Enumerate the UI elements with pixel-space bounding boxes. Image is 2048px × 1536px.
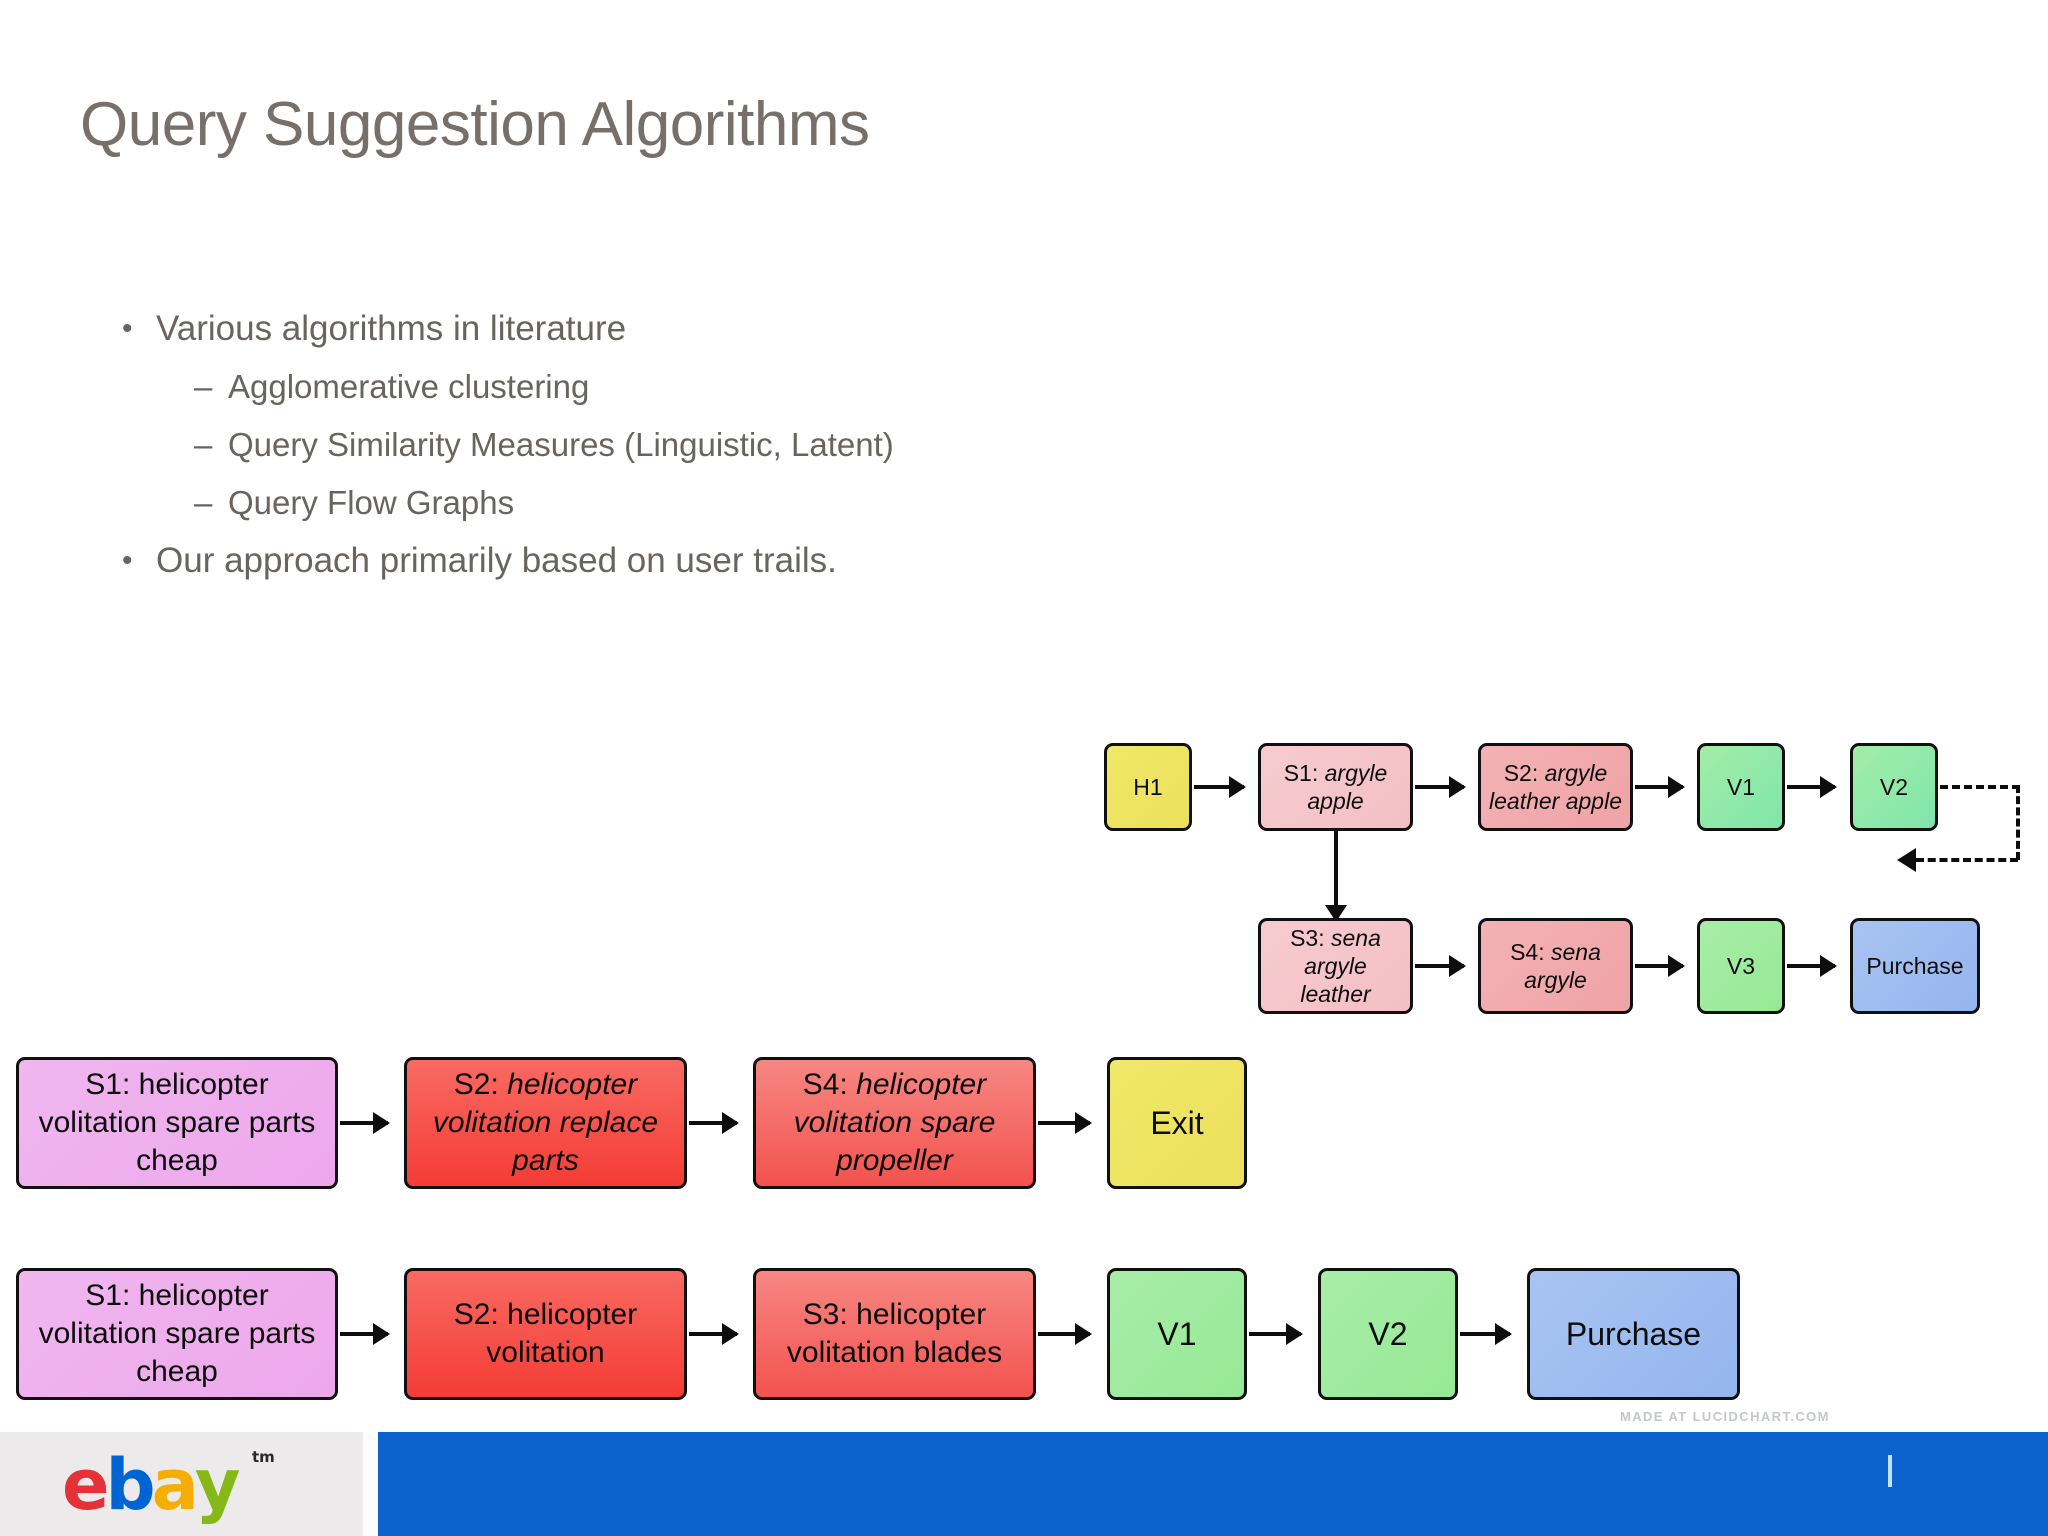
bullet-list: • Various algorithms in literature – Agg… [122,300,1322,590]
flow-node-label: Purchase [1565,1315,1702,1352]
arrow-r3-s4-to-exit [1038,1121,1090,1125]
dashed-arrow-head-icon [1897,848,1916,872]
flow-node-label: V1 [1726,773,1756,800]
flow-node-r4-v1[interactable]: V1 [1107,1268,1247,1400]
arrow-r4-s2-to-s3 [689,1332,737,1336]
flow-node-v1[interactable]: V1 [1697,743,1785,831]
bullet-marker: – [194,484,213,521]
bullet-item: – Agglomerative clustering [194,358,1322,416]
bullet-item: – Query Similarity Measures (Linguistic,… [194,416,1322,474]
flow-node-label: Exit [1150,1104,1204,1141]
flow-node-s4-sena[interactable]: S4: sena argyle [1478,918,1633,1014]
bullet-marker: • [122,544,133,577]
arrow-v1-to-v2 [1787,785,1835,789]
flow-node-r4-purchase[interactable]: Purchase [1527,1268,1740,1400]
flow-node-label: S1: argyle apple [1283,760,1388,814]
bullet-text: Agglomerative clustering [228,368,590,405]
flow-node-label: S1: helicopter volitation spare parts ch… [38,1279,316,1388]
ebay-logo-letter-b: b [105,1444,155,1526]
flow-node-label: S2: helicopter volitation replace parts [432,1068,659,1177]
page-title: Query Suggestion Algorithms [80,90,870,159]
bullet-text: Various algorithms in literature [156,309,627,348]
flow-node-h1[interactable]: H1 [1104,743,1192,831]
arrow-r4-v1-to-v2 [1249,1332,1301,1336]
bullet-item: – Query Flow Graphs [194,474,1322,532]
dashed-arrow-down [2016,785,2020,860]
flow-node-v2[interactable]: V2 [1850,743,1938,831]
ebay-logo-letter-e: e [62,1444,110,1526]
flow-node-label: S4: sena argyle [1510,939,1601,993]
bullet-text: Our approach primarily based on user tra… [156,541,837,580]
flow-node-label: V1 [1157,1315,1197,1352]
ebay-logo-letter-y: y [194,1444,241,1526]
arrow-h1-to-s1 [1194,785,1244,789]
ebay-logo-letter-a: a [151,1444,199,1526]
flow-node-label: S2: helicopter volitation [453,1298,638,1369]
flow-node-s1-argyle[interactable]: S1: argyle apple [1258,743,1413,831]
flow-node-r3-s4[interactable]: S4: helicopter volitation spare propelle… [753,1057,1036,1189]
flow-node-s3-sena[interactable]: S3: sena argyle leather [1258,918,1413,1014]
arrow-r4-s3-to-v1 [1038,1332,1090,1336]
lucidchart-watermark: MADE AT LUCIDCHART.COM [1620,1409,1830,1424]
flow-node-r4-v2[interactable]: V2 [1318,1268,1458,1400]
arrow-r4-s1-to-s2 [340,1332,388,1336]
bullet-marker: • [122,312,133,345]
flow-node-label: S2: argyle leather apple [1489,760,1622,814]
flow-node-v3[interactable]: V3 [1697,918,1785,1014]
bullet-item: • Various algorithms in literature [122,300,1322,358]
arrow-r3-s1-to-s2 [340,1121,388,1125]
footer-bar [378,1432,2048,1536]
flow-node-r3-exit[interactable]: Exit [1107,1057,1247,1189]
flow-node-s2-argyle[interactable]: S2: argyle leather apple [1478,743,1633,831]
flow-node-label: S1: helicopter volitation spare parts ch… [38,1068,316,1177]
bullet-marker: – [194,368,213,405]
flow-node-r4-s2[interactable]: S2: helicopter volitation [404,1268,687,1400]
arrow-r3-s2-to-s4 [689,1121,737,1125]
arrow-s1-to-s2 [1415,785,1464,789]
flow-node-label: S3: sena argyle leather [1290,925,1381,1007]
flow-node-r4-s1[interactable]: S1: helicopter volitation spare parts ch… [16,1268,338,1400]
flow-node-r3-s2[interactable]: S2: helicopter volitation replace parts [404,1057,687,1189]
bullet-item: • Our approach primarily based on user t… [122,532,1322,590]
flow-node-label: V2 [1879,773,1909,800]
ebay-trademark-mark: tm [252,1448,275,1466]
flow-node-label: S3: helicopter volitation blades [786,1298,1003,1369]
footer-logo-panel [0,1432,363,1536]
flow-node-r4-s3[interactable]: S3: helicopter volitation blades [753,1268,1036,1400]
flow-node-label: V3 [1726,952,1756,979]
ebay-logo: ebay [62,1443,241,1527]
bullet-text: Query Similarity Measures (Linguistic, L… [228,426,894,463]
watermark-text: MADE AT LUCIDCHART.COM [1620,1409,1830,1424]
flow-node-label: H1 [1133,773,1163,800]
dashed-arrow-back [1916,858,2018,862]
arrow-s1-to-s3 [1334,831,1338,920]
arrow-s4-to-v3 [1635,964,1683,968]
arrow-v3-to-purchase [1787,964,1835,968]
flow-node-label: V2 [1368,1315,1408,1352]
bullet-marker: – [194,426,213,463]
flow-node-label: S4: helicopter volitation spare propelle… [793,1068,996,1177]
flow-node-label: Purchase [1866,952,1964,979]
bullet-text: Query Flow Graphs [228,484,515,521]
footer-cursor-tick [1888,1455,1892,1487]
arrow-s2-to-v1 [1635,785,1683,789]
arrow-r4-v2-to-purchase [1460,1332,1510,1336]
arrow-s3-to-s4 [1415,964,1464,968]
flow-node-r3-s1[interactable]: S1: helicopter volitation spare parts ch… [16,1057,338,1189]
flow-node-purchase-top[interactable]: Purchase [1850,918,1980,1014]
dashed-arrow-v2-out [1940,785,2020,789]
